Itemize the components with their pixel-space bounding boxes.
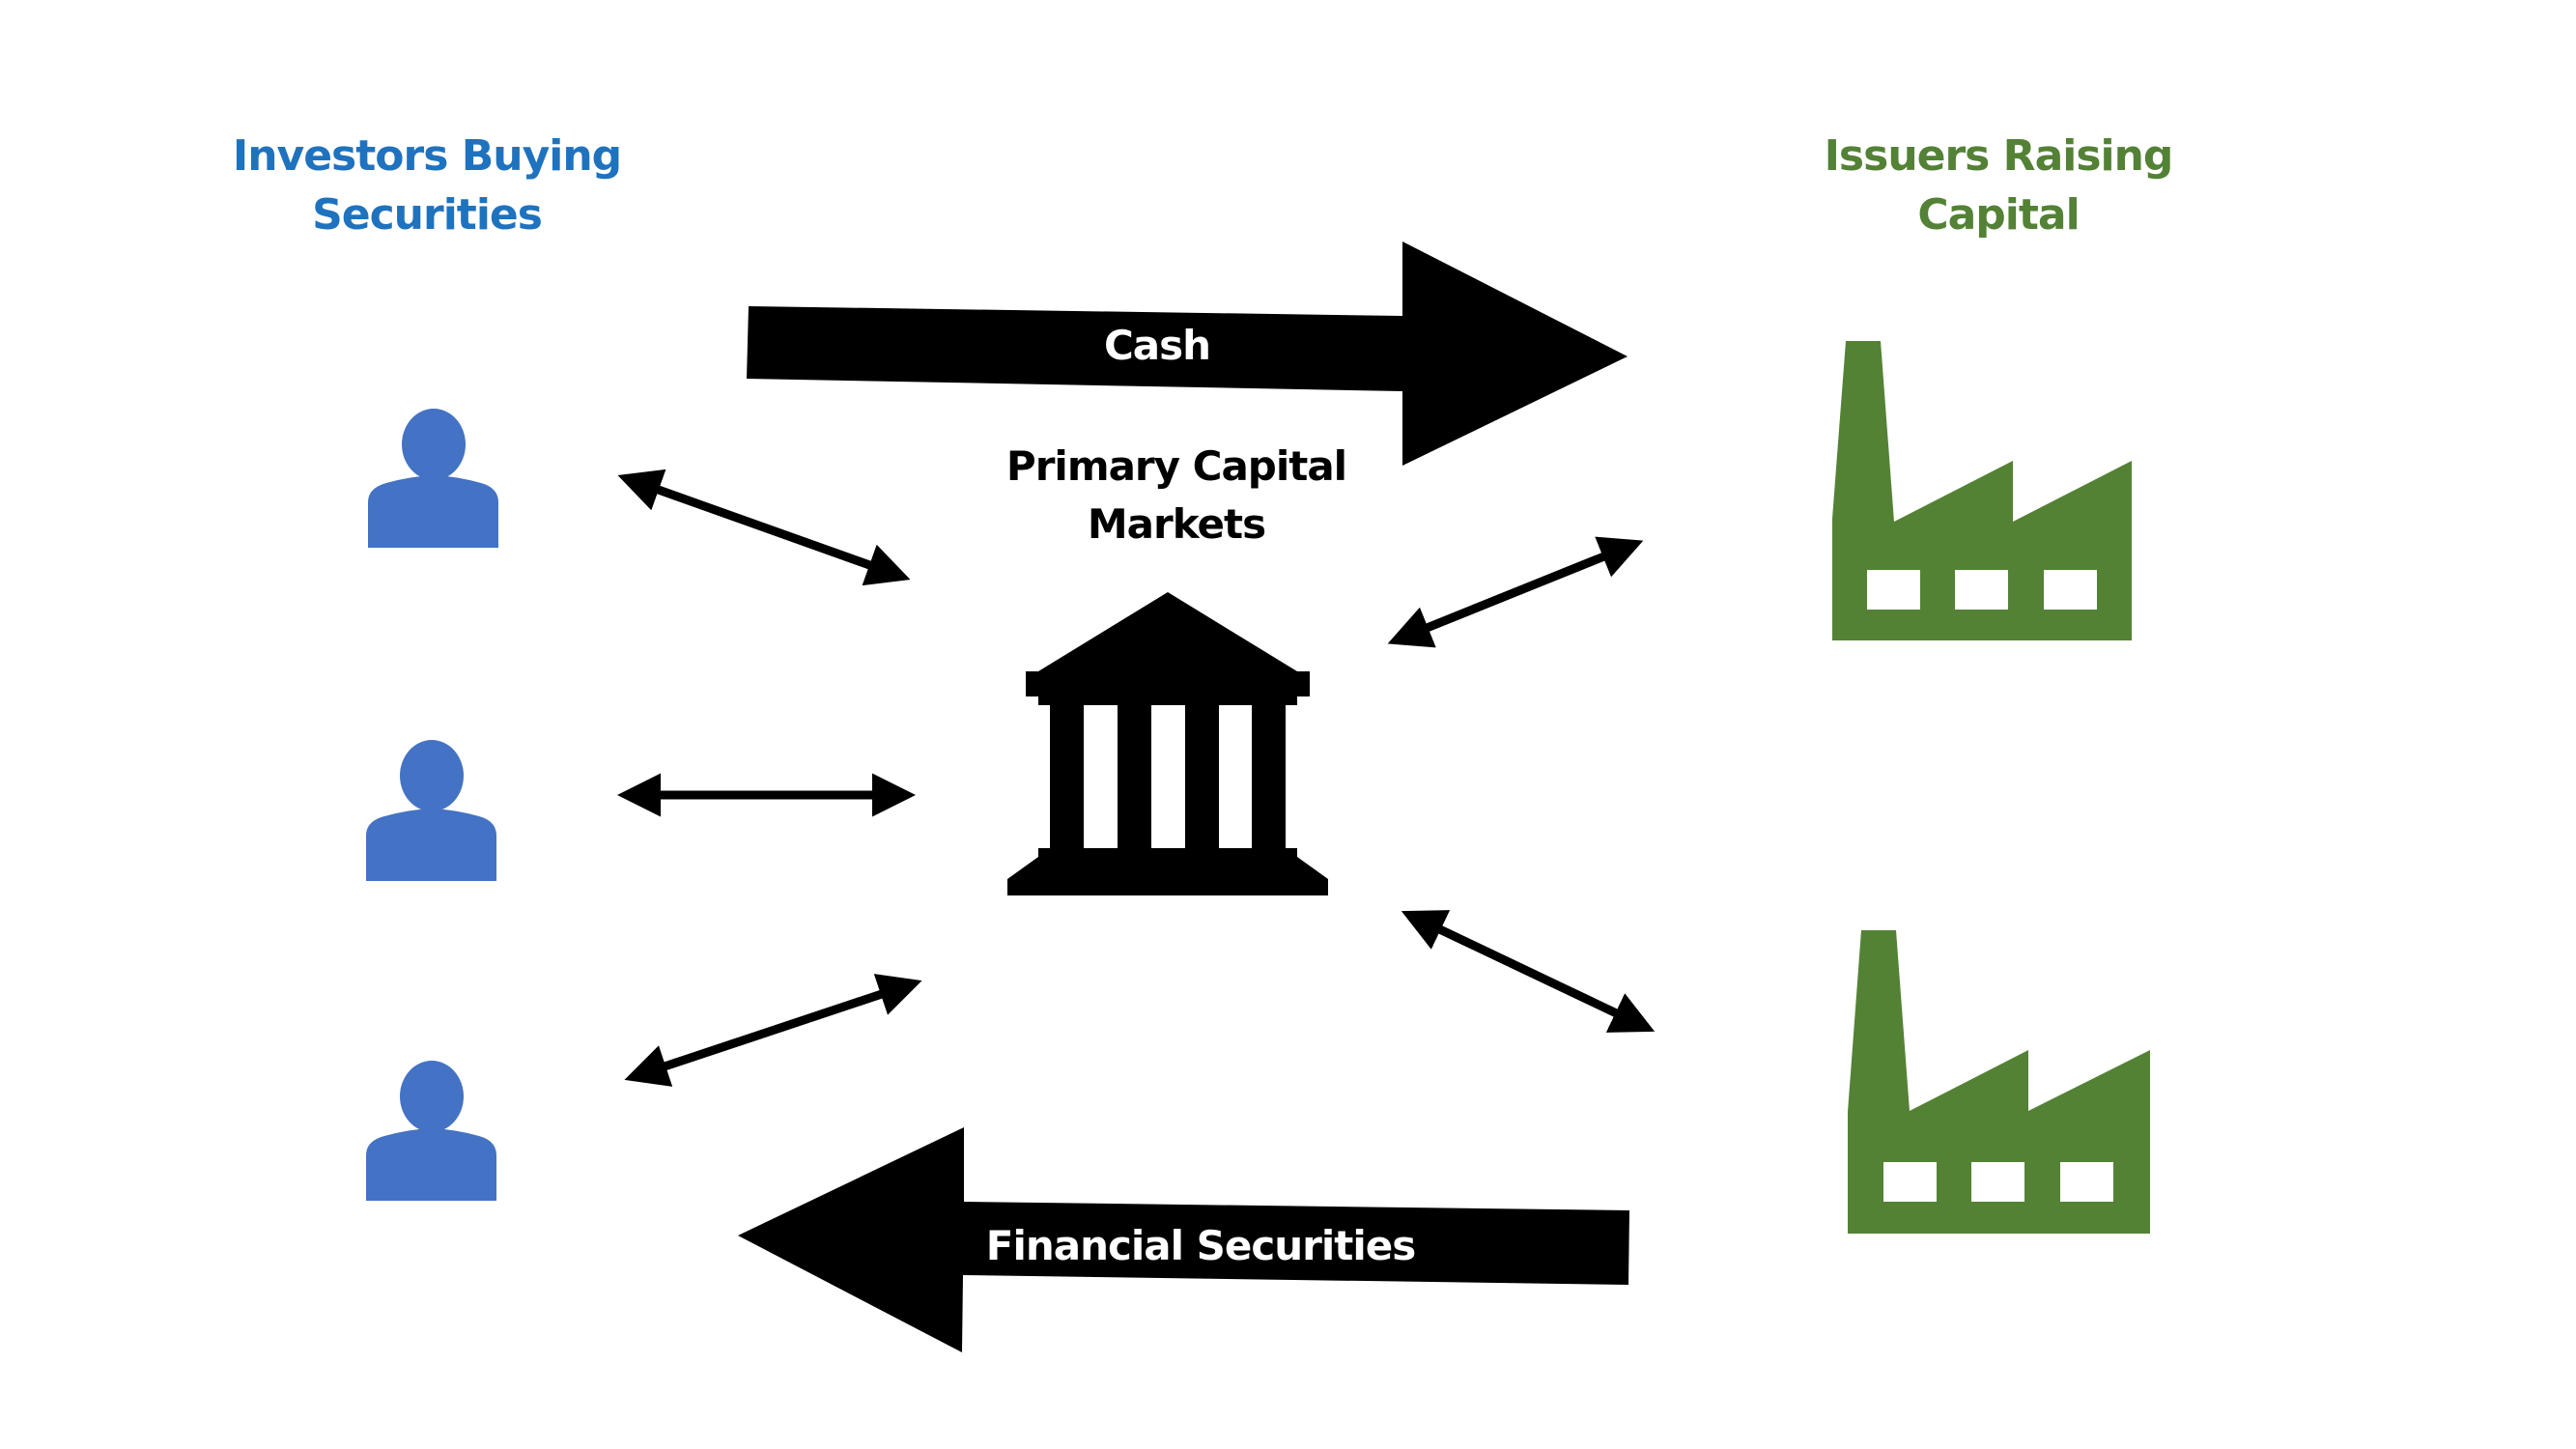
financial-securities-arrow-label: Financial Securities [986, 1222, 1415, 1269]
issuers-title-line1: Issuers Raising [1825, 131, 2173, 181]
investors-title-line2: Securities [312, 190, 542, 240]
connector-investor3-market [624, 974, 922, 1087]
issuer-factory-icon-2 [1848, 930, 2150, 1234]
cash-arrow-label: Cash [1104, 322, 1210, 369]
investor-person-icon-2 [366, 740, 496, 881]
investor-person-icon-1 [368, 409, 498, 548]
center-label-line2: Markets [1088, 500, 1265, 548]
connector-investor1-market [617, 469, 911, 586]
connector-market-issuer1 [1387, 536, 1644, 648]
bank-building-icon [1007, 592, 1328, 895]
investor-person-icon-3 [366, 1061, 496, 1201]
center-label-line1: Primary Capital [1006, 442, 1346, 490]
financial-securities-arrow: Financial Securities [738, 1127, 1629, 1352]
cash-arrow: Cash [747, 242, 1628, 466]
investors-title-line1: Investors Buying [233, 131, 621, 181]
issuers-title-line2: Capital [1917, 190, 2079, 240]
connector-market-issuer2 [1401, 910, 1656, 1033]
issuer-factory-icon-1 [1832, 341, 2132, 640]
